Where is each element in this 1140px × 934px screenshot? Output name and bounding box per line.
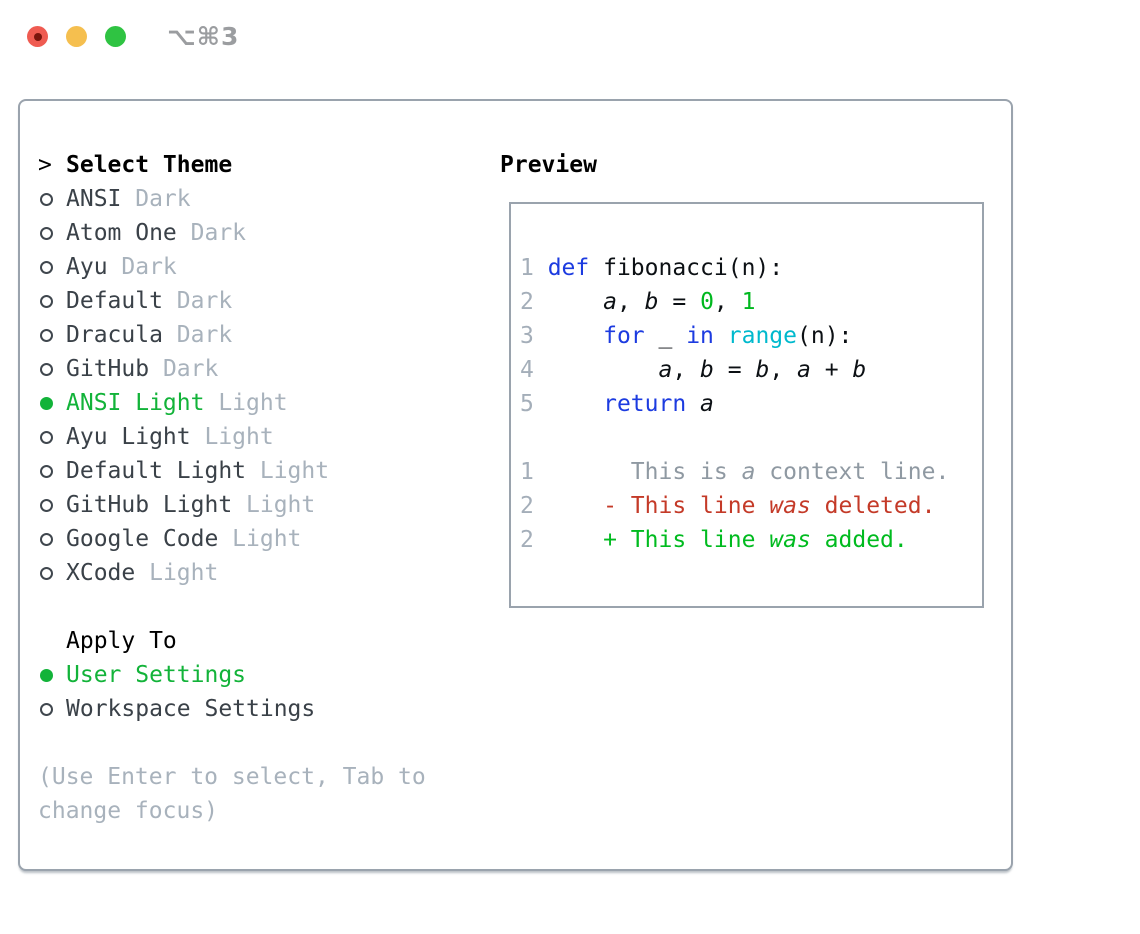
apply-to-section: Apply To User Settings Workspace Setting… [38,624,426,726]
radio-icon [38,328,66,342]
radio-icon [38,430,66,444]
radio-selected-icon [38,668,66,682]
line-number: 2 [520,493,534,519]
radio-icon [38,260,66,274]
line-number: 1 [520,255,534,281]
code-line: 2 a, b = 0, 1 [520,289,756,315]
line-number: 1 [520,459,534,485]
select-theme-heading-row: > Select Theme [38,148,426,182]
close-button[interactable] [27,26,48,47]
prompt-cursor-icon: > [38,152,52,178]
title-bar: ⌥⌘3 [0,0,1140,76]
code-line: 4 a, b = b, a + b [520,357,867,383]
window-title: ⌥⌘3 [167,22,240,51]
radio-icon [38,702,66,716]
apply-option-user-settings[interactable]: User Settings [38,658,426,692]
diff-deleted-line: 2 - This line was deleted. [520,493,936,519]
code-line: 5 return a [520,391,714,417]
blank-line [520,421,982,455]
line-number: 5 [520,391,534,417]
line-number: 2 [520,289,534,315]
traffic-lights [27,26,126,47]
line-number: 2 [520,527,534,553]
diff-added-line: 2 + This line was added. [520,527,908,553]
radio-selected-icon [38,396,66,410]
apply-to-heading: Apply To [66,628,177,654]
close-dot-icon [33,32,42,41]
radio-icon [38,566,66,580]
zoom-button[interactable] [105,26,126,47]
minimize-button[interactable] [66,26,87,47]
apply-to-heading-row: Apply To [38,624,426,658]
radio-icon [38,464,66,478]
apply-option-workspace-settings[interactable]: Workspace Settings [38,692,426,726]
help-text: (Use Enter to select, Tab to change focu… [38,764,426,824]
select-theme-heading: Select Theme [66,152,233,178]
radio-icon [38,498,66,512]
preview-heading: Preview [500,152,597,178]
radio-icon [38,192,66,206]
radio-icon [38,226,66,240]
line-number: 3 [520,323,534,349]
radio-icon [38,294,66,308]
code-line: 3 for _ in range(n): [520,323,853,349]
line-number: 4 [520,357,534,383]
diff-context-line: 1 This is a context line. [520,459,950,485]
radio-icon [38,532,66,546]
radio-icon [38,362,66,376]
